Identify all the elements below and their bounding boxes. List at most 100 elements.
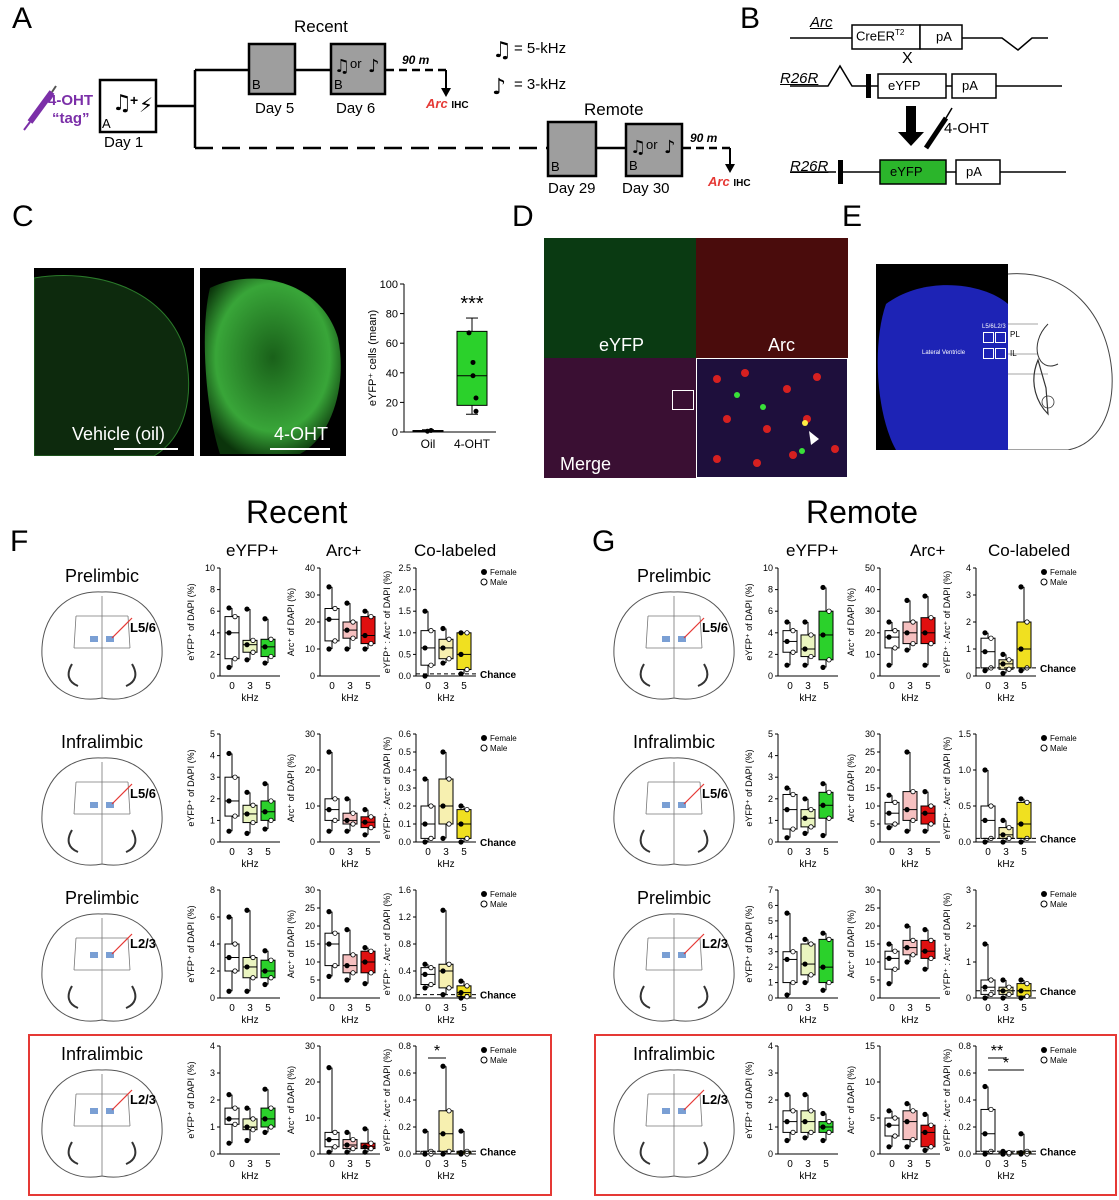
brain-schematic bbox=[613, 757, 735, 866]
data-point bbox=[268, 975, 274, 981]
y-axis-label: eYFP⁺ : Arc⁺ of DAPI (%) bbox=[942, 737, 952, 840]
roi-marker bbox=[106, 636, 114, 642]
data-point bbox=[820, 930, 826, 936]
data-point bbox=[784, 910, 790, 916]
day5-label: Day 5 bbox=[255, 100, 295, 117]
day29-label: Day 29 bbox=[548, 180, 596, 197]
legend-male-marker bbox=[1040, 900, 1048, 908]
il-label: IL bbox=[1010, 349, 1017, 358]
x-axis-label: kHz bbox=[437, 1015, 454, 1026]
day6-label: Day 6 bbox=[336, 100, 376, 117]
data-point bbox=[988, 977, 994, 983]
data-point bbox=[886, 981, 892, 987]
data-point bbox=[464, 807, 470, 813]
legend-female-label: Female bbox=[1050, 568, 1077, 577]
data-point bbox=[368, 948, 374, 954]
x-axis-label: kHz bbox=[799, 859, 816, 870]
y-tick-label: 6 bbox=[768, 900, 773, 910]
data-point bbox=[232, 656, 238, 662]
data-point bbox=[250, 802, 256, 808]
data-point bbox=[470, 359, 476, 365]
data-point bbox=[910, 1108, 916, 1114]
data-point bbox=[232, 1121, 238, 1127]
y-axis-label: eYFP⁺ : Arc⁺ of DAPI (%) bbox=[382, 1049, 392, 1152]
region-label: Prelimbic bbox=[637, 888, 711, 908]
data-point bbox=[1006, 825, 1012, 831]
data-point bbox=[826, 1119, 832, 1125]
region-outline bbox=[73, 596, 131, 698]
y-tick-label: 0.4 bbox=[398, 765, 411, 775]
y-tick-label: 0.8 bbox=[398, 939, 411, 949]
data-point bbox=[326, 908, 332, 915]
data-point bbox=[446, 1108, 452, 1114]
box bbox=[920, 617, 936, 645]
panel-f-col-co: Co-labeled bbox=[414, 541, 497, 560]
data-point bbox=[904, 630, 910, 636]
data-point bbox=[922, 966, 928, 972]
legend-male-label: Male bbox=[1050, 900, 1068, 909]
data-point bbox=[886, 634, 892, 640]
data-point bbox=[268, 636, 274, 642]
data-point bbox=[910, 952, 916, 958]
y-tick-label: 1 bbox=[966, 644, 971, 654]
data-point bbox=[422, 961, 428, 967]
y-tick-label: 1 bbox=[768, 815, 773, 825]
y-axis-label: eYFP⁺ : Arc⁺ of DAPI (%) bbox=[942, 1049, 952, 1152]
ventricle-shape bbox=[639, 829, 709, 853]
y-tick-label: 15 bbox=[865, 1041, 875, 1051]
box bbox=[920, 1124, 936, 1148]
panel-label-g: G bbox=[592, 525, 616, 558]
y-tick-label: 1.5 bbox=[958, 729, 971, 739]
data-point bbox=[344, 977, 350, 983]
data-point bbox=[232, 968, 238, 974]
y-tick-label: 4 bbox=[210, 939, 215, 949]
region-outline bbox=[73, 1074, 131, 1176]
arc-text: Arc bbox=[426, 96, 448, 111]
data-point bbox=[464, 983, 470, 989]
data-point bbox=[332, 796, 338, 802]
data-point bbox=[820, 584, 826, 591]
ventricle-shape bbox=[67, 663, 137, 687]
roi-marker bbox=[106, 1108, 114, 1114]
region-outline bbox=[645, 762, 703, 864]
x-tick-label: 3 bbox=[805, 1003, 811, 1014]
data-point bbox=[368, 641, 374, 647]
data-point bbox=[802, 830, 808, 836]
x-tick-label: 3 bbox=[907, 847, 913, 858]
data-point bbox=[244, 964, 250, 970]
data-point bbox=[422, 985, 428, 991]
eyfp-image: eYFP bbox=[544, 238, 696, 358]
data-point bbox=[982, 767, 988, 773]
x-axis-label: kHz bbox=[241, 1171, 258, 1182]
y-tick-label: 4 bbox=[768, 931, 773, 941]
x-tick-label: 3 bbox=[347, 1003, 353, 1014]
y-tick-label: 4 bbox=[210, 1041, 215, 1051]
data-point bbox=[790, 826, 796, 832]
y-tick-label: 3 bbox=[966, 590, 971, 600]
x-axis-label: kHz bbox=[341, 859, 358, 870]
x-tick-label: 5 bbox=[265, 1159, 271, 1170]
x-tick-label: 0 bbox=[787, 847, 793, 858]
data-point bbox=[790, 1129, 796, 1136]
data-point bbox=[1024, 619, 1030, 625]
data-point bbox=[244, 642, 250, 648]
x-axis-label: kHz bbox=[437, 859, 454, 870]
y-tick-label: 10 bbox=[305, 957, 315, 967]
data-point bbox=[982, 817, 988, 824]
y-tick-label: 10 bbox=[305, 801, 315, 811]
box bbox=[884, 950, 900, 970]
y-tick-label: 5 bbox=[870, 819, 875, 829]
data-point bbox=[332, 638, 338, 644]
y-tick-label: 0 bbox=[768, 671, 773, 681]
x-tick-label: 3 bbox=[247, 847, 253, 858]
y-tick-label: 0 bbox=[210, 837, 215, 847]
data-point bbox=[1018, 646, 1024, 652]
y-tick-label: 10 bbox=[865, 801, 875, 811]
data-point bbox=[344, 600, 350, 606]
data-point bbox=[350, 619, 356, 625]
x-tick-label: 0 bbox=[329, 1159, 335, 1170]
data-point bbox=[784, 619, 790, 625]
